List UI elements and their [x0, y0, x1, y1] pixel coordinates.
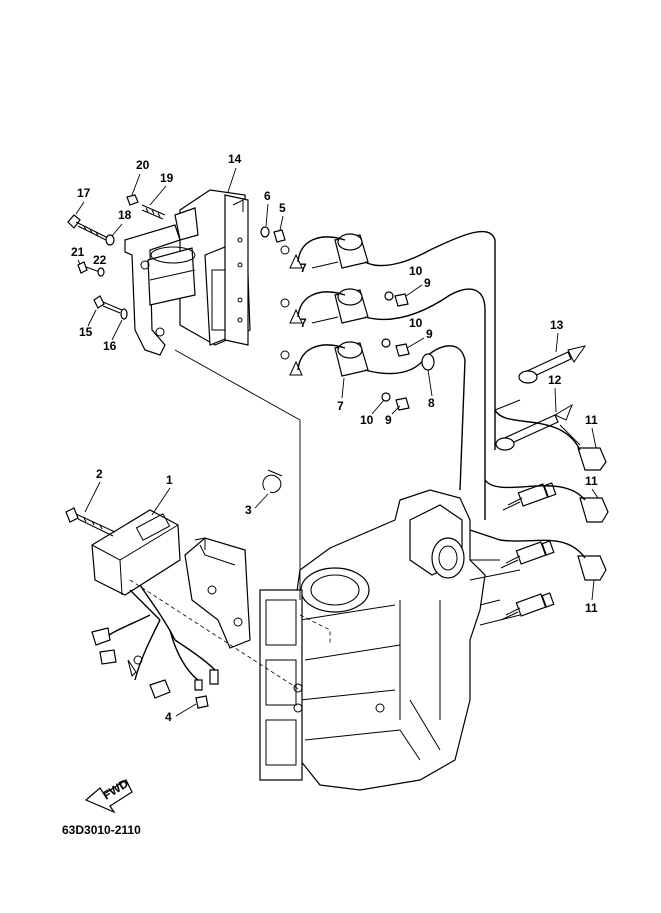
callout-19: 19 — [160, 171, 174, 185]
washer-10c — [381, 392, 391, 402]
callout-11-bottom: 11 — [585, 601, 598, 615]
callout-5: 5 — [279, 201, 286, 215]
callout-12: 12 — [548, 373, 562, 387]
washer-18 — [105, 234, 115, 246]
bolt-21 — [77, 261, 88, 274]
callout-9-top: 9 — [424, 276, 431, 290]
drawing-code: 63D3010-2110 — [62, 823, 141, 837]
wire-routing — [469, 399, 586, 626]
collar-9b — [395, 343, 410, 357]
callout-2: 2 — [96, 467, 103, 481]
callout-21: 21 — [71, 245, 85, 259]
collar-9a — [394, 293, 409, 307]
callout-15: 15 — [79, 325, 93, 339]
ignition-coil-bottom — [280, 341, 466, 491]
connector-4 — [195, 695, 209, 709]
clip — [262, 469, 283, 493]
fasteners-upper — [67, 194, 410, 411]
plug-caps — [577, 447, 609, 581]
callout-9-mid: 9 — [426, 327, 433, 341]
washer-10b — [381, 338, 391, 348]
callout-10-top: 10 — [409, 264, 423, 278]
spark-plug-lower — [500, 592, 555, 621]
callouts: 1 2 3 4 5 6 7 7 7 8 9 9 9 10 10 — [71, 152, 599, 724]
callout-4: 4 — [165, 710, 172, 724]
callout-7-mid: 7 — [300, 316, 307, 330]
callout-1: 1 — [166, 473, 173, 487]
plug-cap-2 — [579, 497, 609, 523]
engine-block — [259, 489, 486, 791]
bolt-17 — [67, 214, 81, 229]
grommet — [421, 353, 435, 371]
callout-3: 3 — [245, 503, 252, 517]
washer-6 — [260, 226, 270, 238]
callout-14: 14 — [228, 152, 242, 166]
bolt-2-group — [65, 507, 116, 537]
nut-20 — [126, 194, 139, 206]
washer-22 — [97, 267, 105, 277]
callout-10-bottom: 10 — [360, 413, 374, 427]
callout-13: 13 — [550, 318, 564, 332]
plug-cap-3 — [577, 555, 607, 581]
callout-17: 17 — [77, 186, 91, 200]
callout-18: 18 — [118, 208, 132, 222]
callout-20: 20 — [136, 158, 150, 172]
spark-plugs — [500, 482, 557, 621]
cdi-unit — [91, 509, 219, 709]
callout-9-bottom: 9 — [385, 413, 392, 427]
bolt-15 — [93, 295, 105, 309]
ignition-coil-mid — [280, 288, 486, 520]
callout-8: 8 — [428, 396, 435, 410]
coil-bracket — [179, 189, 251, 346]
fwd-arrow-icon: FWD — [84, 776, 133, 814]
screw-5 — [273, 229, 286, 243]
clamp-plate — [124, 207, 199, 356]
callout-11-top: 11 — [585, 413, 598, 427]
washer-16 — [120, 308, 128, 320]
callout-16: 16 — [103, 339, 117, 353]
callout-22: 22 — [93, 253, 107, 267]
callout-11-mid: 11 — [585, 474, 598, 488]
plug-cap-1 — [577, 447, 607, 471]
washer-10a — [384, 291, 394, 301]
callout-7-top: 7 — [300, 261, 307, 275]
cdi-bracket — [184, 537, 251, 649]
extension-wires — [495, 345, 587, 451]
ignition-coil-top — [280, 230, 496, 450]
callout-6: 6 — [264, 189, 271, 203]
spark-plug-middle — [500, 540, 555, 569]
callout-10-mid: 10 — [409, 316, 423, 330]
ignition-coils — [280, 230, 496, 520]
callout-7-bottom: 7 — [337, 399, 344, 413]
